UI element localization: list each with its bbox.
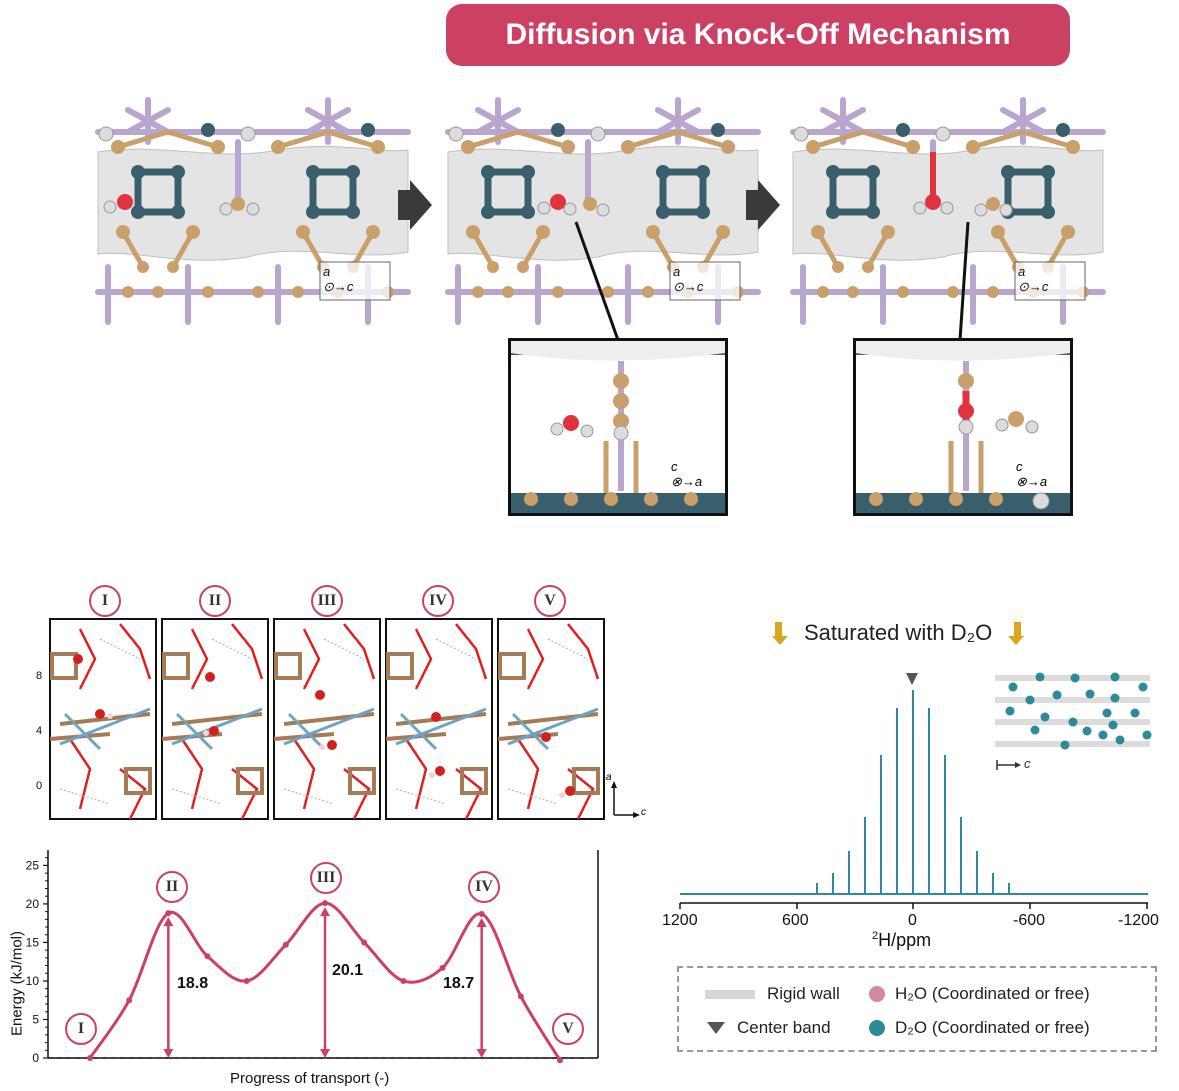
legend-rigid-wall: Rigid wall [705, 984, 840, 1004]
nmr-tick: -1200 [1118, 912, 1159, 929]
snapshot-tick: 0 [36, 780, 43, 792]
legend-center-band: Center band [705, 1018, 831, 1038]
energy-y-tick-label: 20 [26, 897, 40, 911]
snapshot-axis-c: c [641, 807, 646, 818]
zoom-inset-1: c⊗→a [508, 338, 728, 516]
nmr-tick: 1200 [662, 912, 698, 929]
state-label-ii: II [199, 585, 231, 617]
barrier-arrow-head-down [476, 1049, 487, 1058]
axis-indicator: c⊗→a [671, 459, 703, 489]
nmr-tick: 600 [782, 912, 809, 929]
curve-label-ii: II [156, 871, 188, 903]
barrier-label: 18.8 [177, 975, 209, 992]
energy-point [557, 1057, 563, 1064]
barrier-arrow-head-down [163, 1049, 174, 1058]
energy-y-tick-label: 15 [26, 935, 40, 949]
legend-d2o: D₂O (Coordinated or free) [869, 1018, 1090, 1038]
barrier-arrow-head-up [476, 917, 487, 927]
d2o-swatch [869, 1020, 885, 1036]
energy-point [478, 910, 485, 917]
state-label-iii: III [311, 585, 343, 617]
energy-point [204, 953, 211, 960]
axis-indicator: a⊙→c [673, 264, 704, 294]
state-label-v: V [534, 585, 566, 617]
legend: Rigid wall H₂O (Coordinated or free) Cen… [677, 966, 1157, 1052]
arrow-down-icon [772, 622, 788, 645]
energy-xlabel: Progress of transport (-) [230, 1070, 390, 1087]
energy-chart: 25 20 15 10 5 0 [26, 850, 599, 1065]
nmr-tick: -600 [1013, 912, 1046, 929]
nmr-tick: 0 [908, 912, 917, 929]
curve-label-i: I [65, 1013, 97, 1045]
energy-y-tick-label: 10 [26, 974, 40, 988]
axis-indicator: c⊗→a [1016, 459, 1048, 489]
state-label-i: I [89, 585, 121, 617]
wall-schematic [995, 672, 1152, 770]
energy-point [361, 939, 368, 946]
energy-curve [87, 900, 563, 1064]
curve-label-iv: IV [468, 871, 500, 903]
h2o-swatch [869, 986, 885, 1002]
energy-ylabel: Energy (kJ/mol) [8, 930, 26, 1037]
snapshot-tick: 4 [36, 725, 43, 737]
banner-title: Diffusion via Knock-Off Mechanism [505, 18, 1011, 51]
snapshot-axis-a: a [606, 772, 612, 783]
schematic-axis-label: c [1024, 756, 1031, 771]
state-label-iv: IV [422, 585, 454, 617]
energy-ylabel-wrap: Energy (kJ/mol) [2, 920, 26, 1050]
energy-point [439, 964, 446, 971]
axis-indicator: a⊙→c [1018, 264, 1049, 294]
energy-point [400, 977, 407, 984]
structure-panels [0, 0, 1179, 341]
energy-point [165, 910, 172, 917]
energy-point [322, 900, 328, 907]
barrier-label: 20.1 [332, 962, 364, 979]
nmr-xlabel: 2H/ppm [872, 930, 932, 950]
energy-point [243, 977, 250, 984]
nmr-spectrum [679, 673, 1148, 909]
arrow-right-icon [398, 180, 432, 230]
arrow-down-icon [1008, 622, 1025, 645]
snapshot-tick: 8 [36, 670, 43, 682]
barrier-label: 18.7 [443, 975, 475, 992]
energy-point [517, 993, 524, 1000]
snapshot-axis-icon [611, 781, 640, 818]
barrier-arrow-head-up [320, 907, 330, 917]
barrier-arrow-head-up [163, 917, 174, 927]
energy-axes: 25 20 15 10 5 0 [26, 850, 599, 1065]
curve-label-v: V [552, 1013, 584, 1045]
mechanism-banner: Diffusion via Knock-Off Mechanism [446, 4, 1070, 66]
arrow-right-icon [746, 180, 780, 230]
center-band-marker [906, 673, 918, 685]
triangle-down-icon [707, 1022, 725, 1034]
axis-indicator: a⊙→c [323, 264, 354, 294]
zoom-inset-2: c⊗→a [853, 338, 1073, 516]
energy-y-tick-label: 0 [32, 1051, 39, 1065]
energy-point [87, 1055, 93, 1061]
energy-y-tick-label: 25 [26, 858, 40, 872]
curve-label-iii: III [310, 862, 342, 894]
energy-point [282, 941, 289, 948]
energy-point [126, 997, 133, 1004]
barrier-arrow-head-down [320, 1049, 330, 1058]
legend-h2o: H₂O (Coordinated or free) [869, 984, 1090, 1004]
energy-y-tick-label: 5 [32, 1012, 39, 1026]
saturated-label: Saturated with D₂O [804, 620, 993, 645]
rigid-wall-swatch [705, 989, 755, 999]
snapshot-strip [48, 618, 605, 821]
saturated-header: Saturated with D₂O [770, 620, 1026, 646]
